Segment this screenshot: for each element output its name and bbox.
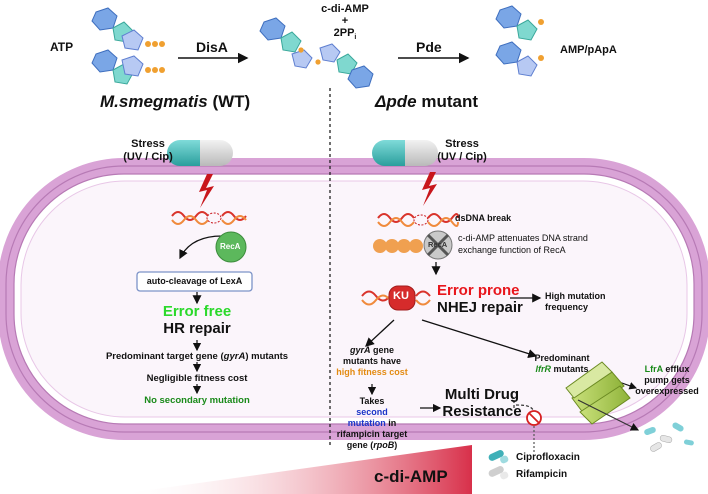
second-mutation-label: Takes second mutation in rifampicin targ… [336,396,408,450]
c-di-amp-product: c-di-AMP + 2PPi [321,3,369,42]
lightning-bolt-icon [199,174,214,208]
reca-inhibited-label: RecA [428,240,448,249]
reca-protein-icon [215,231,247,263]
stress-capsule-icon [167,140,233,166]
predominant-gyra-label: Predominant target gene (gyrA) mutants [105,351,289,362]
right-title: Δpde mutant [375,92,479,111]
ku-dna-complex-icon [361,285,431,311]
secondary-label: No secondary mutation [144,395,250,406]
gyra-fitness-label: gyrA gene mutants have high fitness cost [336,345,408,377]
amp-molecule-icon [495,5,544,77]
lexa-box [136,271,253,292]
lightning-bolt-icon [422,172,437,206]
left-title: M.smegmatis (WT) [100,92,251,111]
ciprofloxacin-label: Ciprofloxacin [516,452,580,463]
left-stress-label: Stress(UV / Cip) [123,138,173,163]
ku-label: KU [393,290,409,302]
disa-label: DisA [196,39,228,55]
atp-label: ATP [50,40,74,54]
reca-curved-arrow [179,235,223,260]
drug-pills-icon [644,422,694,452]
rifampicin-label: Rifampicin [516,469,568,480]
right-stress-label: Stress(UV / Cip) [437,138,487,163]
stress-capsule-icon [372,140,438,166]
amp-label: AMP/pApA [560,44,617,56]
c-di-amp-beads-icon [373,239,423,253]
fitness-label: Negligible fitness cost [146,373,248,384]
atp-molecule-icon [91,49,165,85]
lexa-label: auto-cleavage of LexA [146,276,243,286]
c-di-amp-molecule-icon [259,17,374,89]
dna-break-icon [377,213,459,227]
pde-label: Pde [416,39,442,55]
hr-repair-label: HR repair [163,320,231,337]
reca-label: RecA [220,242,241,251]
dna-break-icon [171,211,247,225]
c-di-amp-gradient-label: c-di-AMP [374,467,448,486]
error-free-label: Error free [162,303,232,320]
rifampicin-capsule-icon [488,466,509,480]
efflux-pump-icon [565,361,640,431]
dsdna-break-label: dsDNA break [455,213,512,223]
lfra-efflux-label: LfrA efflux pump gets overexpressed [635,364,699,396]
ciprofloxacin-capsule-icon [488,450,509,464]
nhej-repair-label: NHEJ repair [437,299,523,316]
lfrr-mutants-label: Predominant lfrR mutants [534,353,590,374]
error-prone-label: Error prone [437,282,520,299]
cdi-amp-gradient-wedge [120,445,472,494]
atp-molecule-icon [91,7,165,51]
